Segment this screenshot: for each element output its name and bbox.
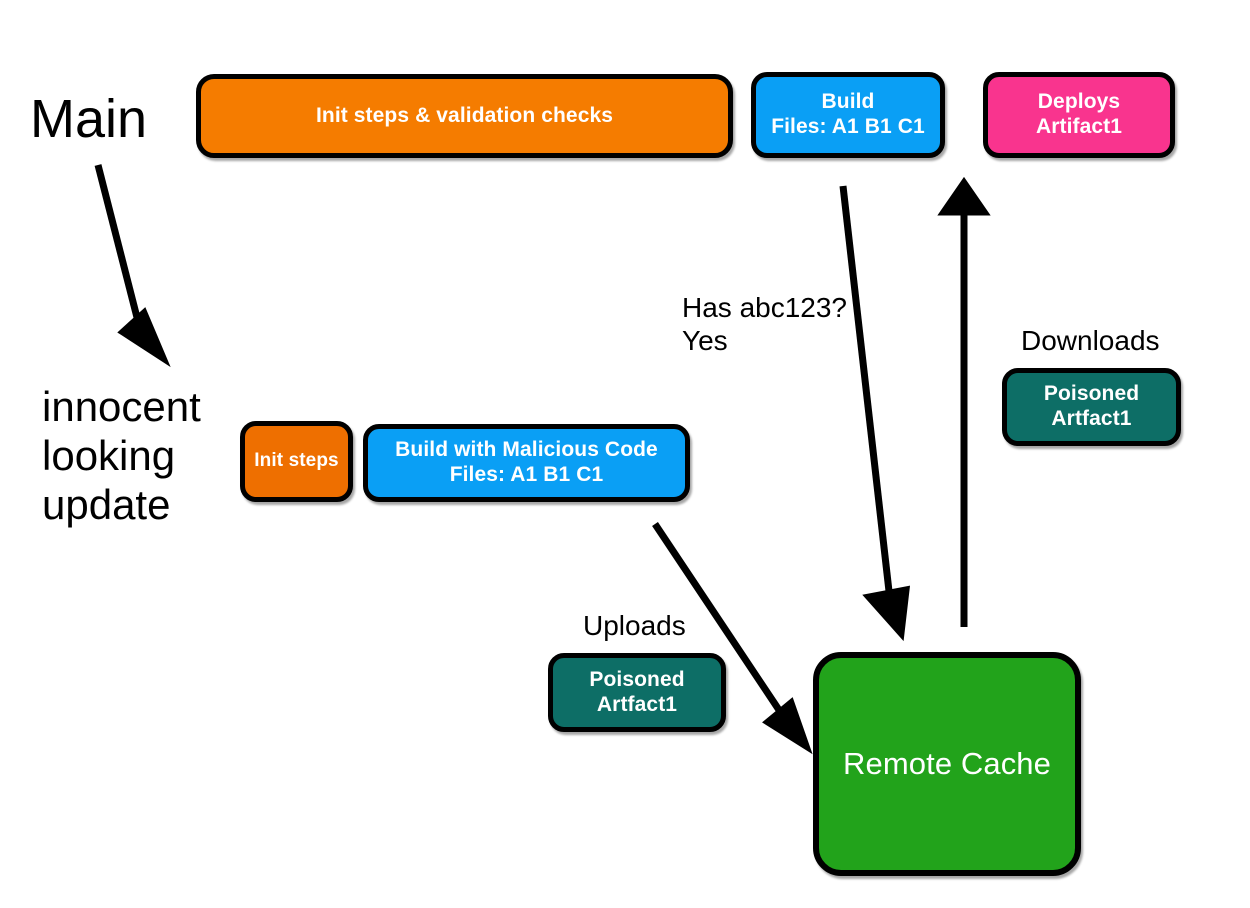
node-main-deploys[interactable]: Deploys Artifact1 <box>983 72 1175 158</box>
arrow-main-to-malicious-branch <box>94 164 171 368</box>
node-malicious-init-steps-label: Init steps <box>254 450 339 472</box>
caption-uploads: Uploads <box>583 610 686 641</box>
node-uploaded-poisoned-artifact-line1: Poisoned <box>589 667 685 691</box>
node-uploaded-poisoned-artifact-line2: Artfact1 <box>596 692 678 716</box>
branch-label-malicious-line2: looking <box>42 432 176 480</box>
node-main-init-steps-label: Init steps & validation checks <box>315 103 614 127</box>
node-main-build-line1: Build <box>821 90 875 114</box>
node-malicious-build-line2: Files: A1 B1 C1 <box>449 463 604 486</box>
node-downloaded-poisoned-artifact-line2: Artfact1 <box>1051 407 1132 430</box>
arrow-build-to-cache-lookup <box>839 185 911 642</box>
annotation-cache-query: Has abc123?Yes <box>682 292 847 358</box>
arrow-cache-to-deploy-download <box>937 176 991 627</box>
node-downloaded-poisoned-artifact[interactable]: Poisoned Artfact1 <box>1002 368 1181 446</box>
node-main-init-steps[interactable]: Init steps & validation checks <box>196 74 733 158</box>
node-main-build-line2: Files: A1 B1 C1 <box>771 115 925 138</box>
node-malicious-init-steps[interactable]: Init steps <box>240 421 353 502</box>
node-malicious-build[interactable]: Build with Malicious Code Files: A1 B1 C… <box>363 424 690 502</box>
node-remote-cache-label: Remote Cache <box>843 745 1051 781</box>
node-uploaded-poisoned-artifact[interactable]: Poisoned Artfact1 <box>548 653 726 732</box>
node-remote-cache[interactable]: Remote Cache <box>813 652 1081 876</box>
branch-label-main: Main <box>30 89 148 149</box>
node-main-build[interactable]: Build Files: A1 B1 C1 <box>751 72 945 158</box>
annotation-cache-query-line2: Yes <box>682 324 728 356</box>
node-main-deploys-line2: Artifact1 <box>1035 115 1123 138</box>
node-main-deploys-line1: Deploys <box>1037 90 1121 114</box>
node-downloaded-poisoned-artifact-line1: Poisoned <box>1043 382 1140 406</box>
caption-downloads: Downloads <box>1021 325 1160 356</box>
annotation-cache-query-line1: Has abc123? <box>682 292 848 323</box>
node-malicious-build-line1: Build with Malicious Code <box>395 438 658 462</box>
branch-label-malicious-line1: innocent <box>42 383 201 430</box>
branch-label-malicious-line3: update <box>42 481 171 529</box>
